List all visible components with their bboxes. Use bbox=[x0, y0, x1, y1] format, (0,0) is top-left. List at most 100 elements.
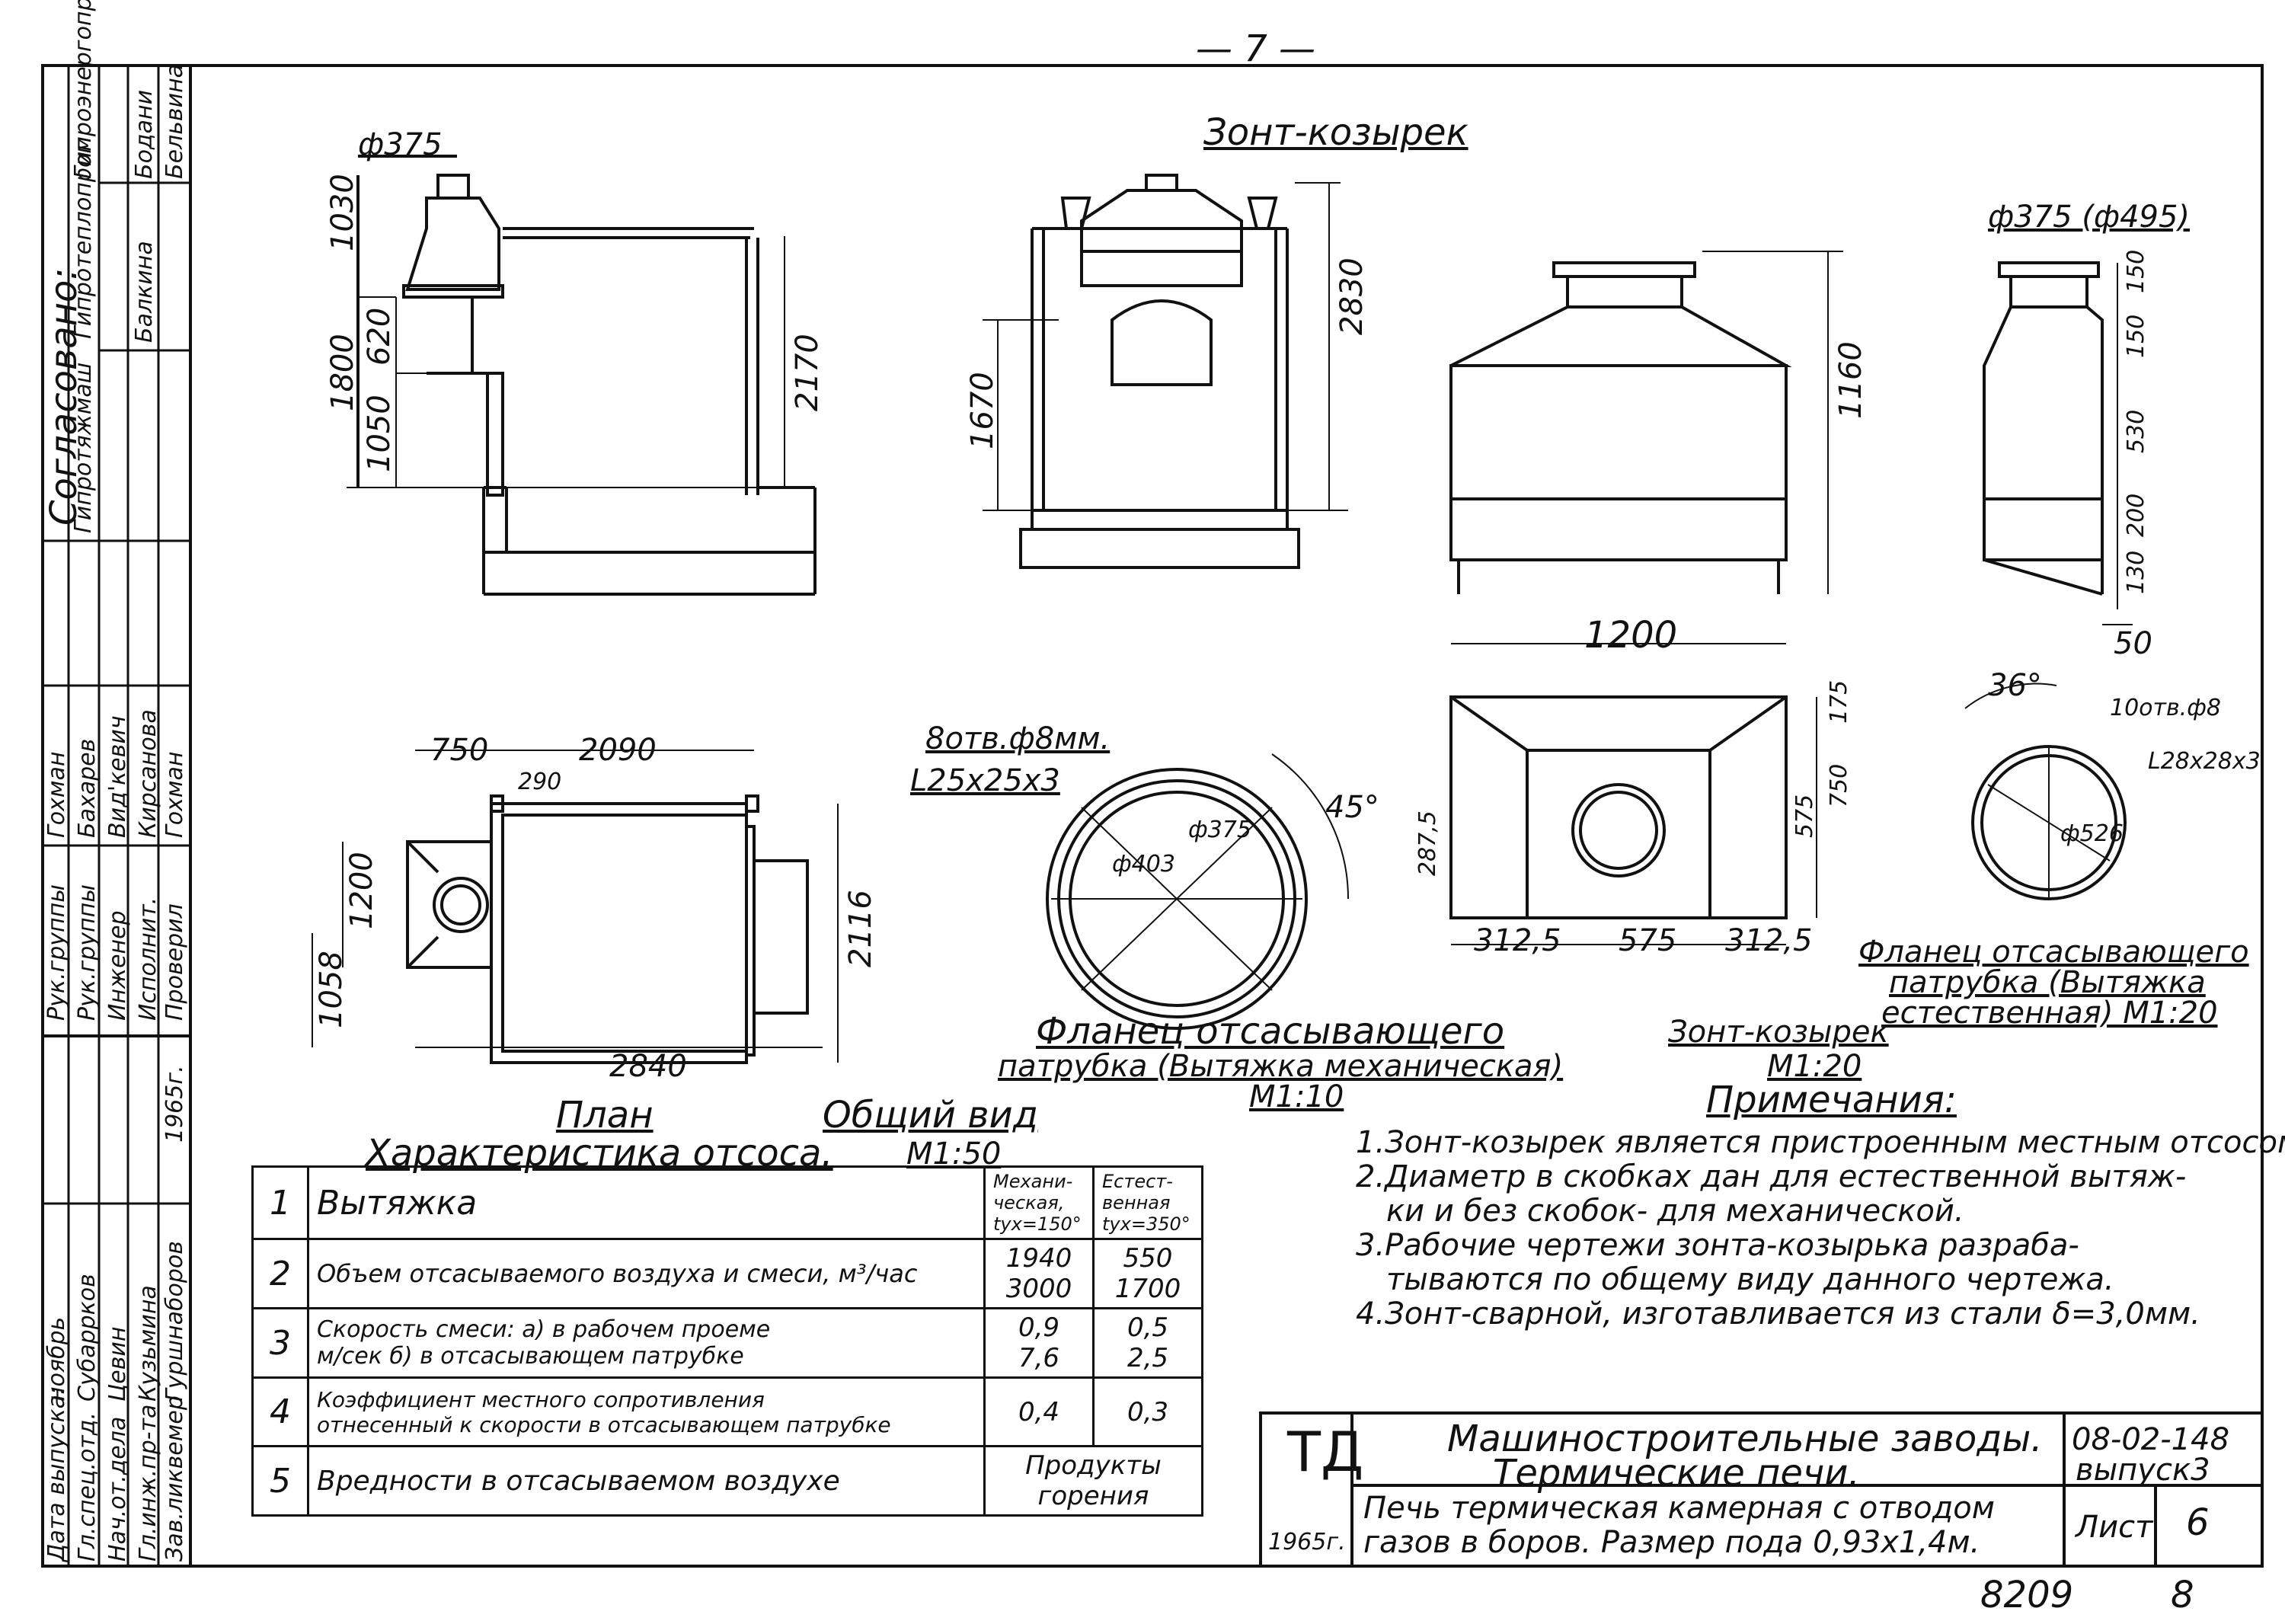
note-line-3: 3.Рабочие чертежи зонта-козырька разраба… bbox=[1356, 1228, 2079, 1263]
note-line-1: 2.Диаметр в скобках дан для естественной… bbox=[1356, 1159, 2187, 1194]
note-line-0: 1.Зонт-козырек является пристроенным мес… bbox=[1356, 1125, 2285, 1160]
front-dim-2830: 2830 bbox=[1334, 257, 1369, 335]
stamp-name-3: Субаррков bbox=[74, 1274, 101, 1402]
plan-view bbox=[312, 750, 839, 1064]
front-dim-1670: 1670 bbox=[965, 372, 1000, 449]
side-dim-1050: 1050 bbox=[362, 395, 397, 472]
general-view-scale: М1:50 bbox=[906, 1136, 1002, 1172]
hood-dim-1200: 1200 bbox=[1584, 614, 1678, 657]
title-line2: Термические печи. bbox=[1493, 1452, 1860, 1495]
general-view-label: Общий вид bbox=[823, 1094, 1038, 1136]
plan-dim-2090: 2090 bbox=[579, 733, 657, 768]
sheet-frame bbox=[41, 64, 2264, 1568]
plan-dim-1200: 1200 bbox=[344, 852, 379, 929]
flange-mechanical bbox=[1046, 753, 1350, 1030]
stamp-c1: Бахарев bbox=[74, 738, 101, 838]
note-line-4: тываются по общему виду данного чертежа. bbox=[1386, 1262, 2114, 1297]
side-dim-1800: 1800 bbox=[325, 334, 360, 411]
stamp-b2: Инженер bbox=[104, 910, 131, 1021]
hood-plan-312b: 312,5 bbox=[1725, 923, 1813, 958]
front-view bbox=[983, 174, 1348, 569]
note-line-2: ки и без скобок- для механической. bbox=[1386, 1194, 1964, 1229]
side-dim-d375: ф375 bbox=[358, 127, 443, 162]
hood-side-50: 50 bbox=[2114, 626, 2152, 661]
title-desc1: Печь термическая камерная с отводом bbox=[1363, 1491, 1995, 1526]
note-line-5: 4.Зонт-сварной, изготавливается из стали… bbox=[1356, 1296, 2200, 1331]
stamp-row-d0: Гипротяжмаш bbox=[70, 362, 97, 533]
side-dim-1030: 1030 bbox=[325, 174, 360, 251]
hood-plan-750: 750 bbox=[1826, 763, 1852, 807]
stamp-e0: Балкина bbox=[131, 241, 158, 343]
stamp-name-1: Кузьмина bbox=[135, 1285, 161, 1402]
title-line1: Машиностроительные заводы. bbox=[1447, 1418, 2043, 1460]
stamp-role-1: Гл.инж.пр-та bbox=[135, 1404, 161, 1562]
flange-nat-caption3: естественная) М1:20 bbox=[1881, 996, 2218, 1031]
notes-title: Примечания: bbox=[1706, 1079, 1957, 1121]
stamp-c0: Гохман bbox=[43, 751, 70, 838]
title-sheet-no: 6 bbox=[2186, 1501, 2210, 1544]
title-block-frame bbox=[1259, 1411, 2264, 1568]
hood-plan-scale: М1:20 bbox=[1767, 1049, 1862, 1084]
hood-side-view bbox=[1983, 261, 2133, 625]
hood-front-view bbox=[1449, 251, 1843, 644]
hood-side-130: 130 bbox=[2123, 550, 2149, 594]
title-code: 08-02-148 bbox=[2072, 1422, 2230, 1457]
table-row: 1 Вытяжка Механи-ческая, tух=150° Естест… bbox=[251, 1165, 1203, 1240]
char-table-title: Характеристика отсоса. bbox=[366, 1132, 833, 1175]
stamp-role-3: Гл.спец.отд. bbox=[74, 1411, 101, 1562]
hood-side-530: 530 bbox=[2123, 409, 2149, 453]
side-dim-620: 620 bbox=[362, 307, 397, 366]
plan-label: План bbox=[556, 1094, 654, 1136]
plan-dim-2116: 2116 bbox=[843, 890, 878, 967]
hood-plan-312a: 312,5 bbox=[1474, 923, 1561, 958]
hood-side-200: 200 bbox=[2123, 493, 2149, 537]
hood-plan-caption: Зонт-козырек bbox=[1668, 1015, 1889, 1050]
flange-mech-angle: 45° bbox=[1325, 790, 1379, 825]
flange-mech-d403: ф403 bbox=[1112, 851, 1175, 878]
stamp-role-0: Зав.ликвемер bbox=[161, 1395, 188, 1562]
stamp-name-0: Гуршнаборов bbox=[161, 1241, 188, 1402]
hood-plan-287: 287,5 bbox=[1414, 810, 1441, 876]
flange-mech-profile: L25x25x3 bbox=[910, 763, 1060, 798]
table-row: 5 Вредности в отсасываемом воздухе Проду… bbox=[251, 1445, 1203, 1517]
title-year: 1965г. bbox=[1268, 1529, 1346, 1555]
hood-plan-575h: 575 bbox=[1791, 794, 1818, 838]
char-table: 1 Вытяжка Механи-ческая, tух=150° Естест… bbox=[251, 1165, 1203, 1517]
flange-nat-holes: 10отв.ф8 bbox=[2110, 695, 2221, 721]
title-logo: ТД bbox=[1287, 1420, 1364, 1484]
hood-label-top: Зонт-козырек bbox=[1203, 111, 1468, 154]
hood-side-150: 150 bbox=[2123, 249, 2149, 293]
stamp-b4: Проверил bbox=[161, 903, 188, 1021]
flange-nat-d: ф526 bbox=[2060, 820, 2124, 847]
stamp-name-4: ноябрь bbox=[43, 1316, 70, 1402]
plan-dim-1058: 1058 bbox=[314, 951, 349, 1028]
plan-dim-750: 750 bbox=[430, 733, 489, 768]
stamp-e2: Бельвина bbox=[161, 63, 188, 179]
stamp-role-4: Дата выпуска: bbox=[43, 1386, 70, 1562]
title-issue: выпуск3 bbox=[2076, 1453, 2210, 1488]
stamp-c3: Кирсанова bbox=[135, 709, 161, 838]
hood-plan-175: 175 bbox=[1826, 679, 1852, 724]
flange-mech-holes: 8отв.ф8мм. bbox=[925, 721, 1111, 756]
hood-plan-view bbox=[1449, 695, 1817, 945]
flange-mech-caption2: патрубка (Вытяжка механическая) bbox=[998, 1049, 1564, 1084]
drawing-number: 8209 bbox=[1980, 1574, 2074, 1616]
stamp-row-d2: Гипроэнергопром bbox=[70, 0, 97, 179]
stamp-name-2: Цевин bbox=[104, 1326, 131, 1402]
drawing-number-2: 8 bbox=[2171, 1574, 2194, 1616]
stamp-b0: Рук.группы bbox=[43, 884, 70, 1021]
flange-mech-caption1: Фланец отсасывающего bbox=[1036, 1010, 1505, 1053]
stamp-e1: Бодани bbox=[131, 89, 158, 179]
page-number: — 7 — bbox=[1196, 27, 1316, 70]
table-row: 2 Объем отсасываемого воздуха и смеси, м… bbox=[251, 1238, 1203, 1309]
side-dim-2170: 2170 bbox=[790, 334, 825, 411]
title-sheet-label: Лист bbox=[2076, 1510, 2153, 1545]
hood-plan-575: 575 bbox=[1619, 923, 1677, 958]
stamp-b3: Исполнит. bbox=[135, 897, 161, 1021]
stamp-role-2: Нач.от.дела bbox=[104, 1416, 131, 1562]
title-desc2: газов в боров. Размер пода 0,93х1,4м. bbox=[1363, 1525, 1980, 1560]
